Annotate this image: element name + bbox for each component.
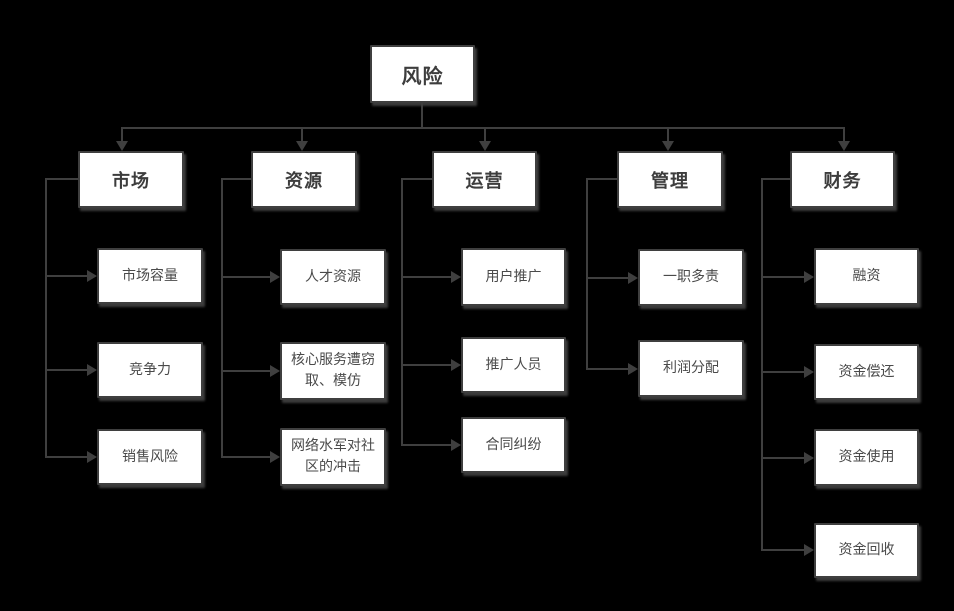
- arrow-right-icon: [804, 366, 814, 378]
- arrow-right-icon: [270, 271, 280, 283]
- connector-drop: [121, 127, 123, 142]
- node-fund-usage: 资金使用: [814, 429, 919, 486]
- node-talent-resources: 人才资源: [280, 249, 386, 305]
- connector-line: [45, 178, 79, 180]
- arrow-down-icon: [116, 141, 128, 151]
- connector-line: [586, 277, 628, 279]
- connector-trunk: [45, 178, 47, 458]
- arrow-right-icon: [451, 359, 461, 371]
- connector-line: [401, 444, 451, 446]
- node-branch-finance: 财务: [790, 151, 895, 208]
- arrow-right-icon: [804, 271, 814, 283]
- connector-line: [221, 370, 270, 372]
- connector-line: [761, 457, 804, 459]
- connector-drop: [301, 127, 303, 142]
- connector-trunk: [761, 178, 763, 551]
- node-competitiveness: 竞争力: [97, 342, 203, 398]
- connector-top-rail: [121, 127, 845, 129]
- arrow-down-icon: [662, 141, 674, 151]
- connector-trunk: [401, 178, 403, 446]
- arrow-right-icon: [451, 439, 461, 451]
- node-promotion-staff: 推广人员: [461, 337, 566, 393]
- connector-line: [45, 369, 87, 371]
- connector-line: [45, 456, 87, 458]
- node-root-risk: 风险: [370, 45, 475, 103]
- connector-line: [761, 276, 804, 278]
- connector-drop: [484, 127, 486, 142]
- connector-line: [401, 364, 451, 366]
- arrow-down-icon: [296, 141, 308, 151]
- arrow-right-icon: [270, 365, 280, 377]
- arrow-right-icon: [87, 270, 97, 282]
- arrow-right-icon: [270, 451, 280, 463]
- connector-line: [45, 275, 87, 277]
- arrow-right-icon: [628, 272, 638, 284]
- node-core-service-theft: 核心服务遭窃取、模仿: [280, 342, 386, 400]
- node-market-capacity: 市场容量: [97, 248, 203, 304]
- node-branch-management: 管理: [617, 151, 723, 208]
- connector-line: [221, 276, 270, 278]
- arrow-right-icon: [804, 544, 814, 556]
- connector-line: [586, 178, 617, 180]
- connector-trunk: [221, 178, 223, 458]
- arrow-right-icon: [87, 451, 97, 463]
- node-financing: 融资: [814, 248, 919, 305]
- node-multiple-roles: 一职多责: [638, 249, 744, 306]
- node-branch-resources: 资源: [251, 151, 357, 208]
- connector-drop: [843, 127, 845, 142]
- connector-line: [221, 456, 270, 458]
- connector-line: [761, 178, 790, 180]
- connector-line: [586, 368, 628, 370]
- arrow-right-icon: [451, 271, 461, 283]
- node-branch-market: 市场: [78, 151, 184, 208]
- node-sales-risk: 销售风险: [97, 429, 203, 485]
- connector-root-stem: [421, 103, 423, 128]
- node-fund-repayment: 资金偿还: [814, 344, 919, 400]
- node-user-promotion: 用户推广: [461, 248, 566, 306]
- node-fund-recovery: 资金回收: [814, 523, 919, 578]
- connector-drop: [667, 127, 669, 142]
- arrow-right-icon: [628, 363, 638, 375]
- arrow-right-icon: [804, 452, 814, 464]
- node-contract-dispute: 合同纠纷: [461, 417, 566, 473]
- node-branch-operations: 运营: [432, 151, 537, 208]
- arrow-down-icon: [838, 141, 850, 151]
- node-profit-distribution: 利润分配: [638, 340, 744, 397]
- connector-line: [761, 371, 804, 373]
- arrow-right-icon: [87, 364, 97, 376]
- connector-line: [221, 178, 251, 180]
- node-water-army-impact: 网络水军对社区的冲击: [280, 428, 386, 486]
- arrow-down-icon: [479, 141, 491, 151]
- connector-line: [401, 178, 432, 180]
- connector-line: [761, 549, 804, 551]
- connector-line: [401, 276, 451, 278]
- connector-trunk: [586, 178, 588, 370]
